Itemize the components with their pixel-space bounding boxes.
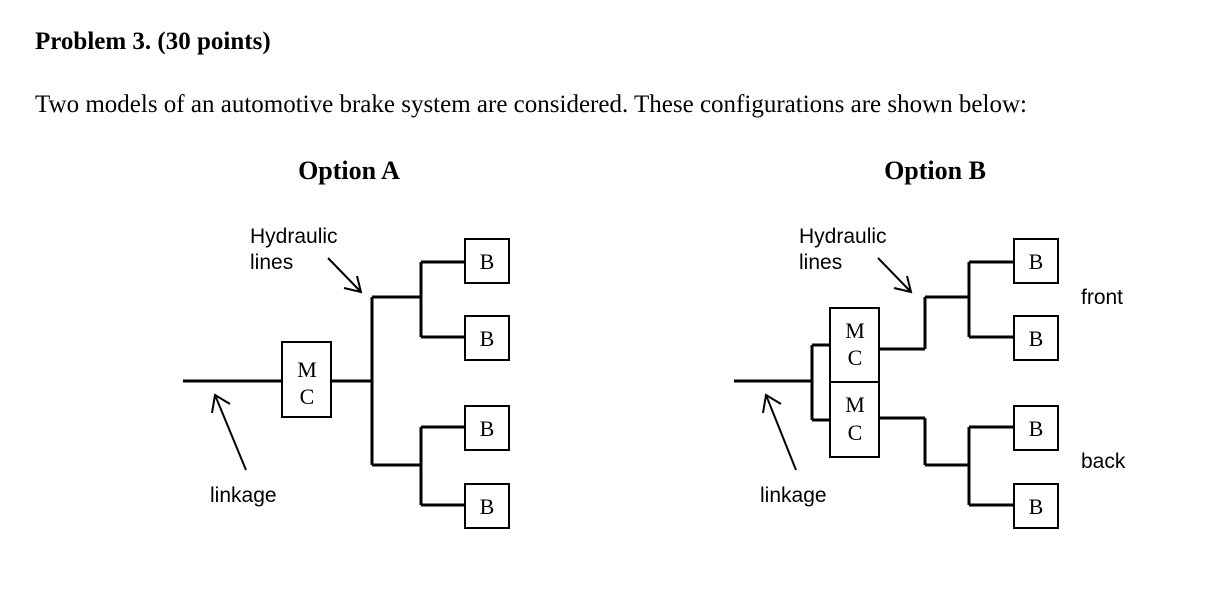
- problem-description: Two models of an automotive brake system…: [35, 91, 1027, 118]
- option-b-mc1-bottom: C: [848, 345, 863, 370]
- option-a-hydraulic-label: Hydraulic: [250, 225, 338, 248]
- problem-heading: Problem 3. (30 points): [35, 28, 271, 55]
- option-b-brake-3: B: [1013, 405, 1059, 451]
- option-a-brake-1: B: [464, 238, 510, 284]
- option-b-diagram: Option B Hydraulic lines M C M C: [734, 156, 1126, 529]
- brake-label: B: [480, 416, 495, 441]
- option-a-title: Option A: [298, 156, 400, 185]
- option-a-mc-top: M: [297, 357, 317, 382]
- option-b-linkage-arrow: [762, 393, 797, 471]
- option-b-brake-4: B: [1013, 483, 1059, 529]
- option-a-linkage-arrow: [211, 393, 247, 471]
- option-b-front-lines: [879, 260, 1014, 351]
- option-a-mc-bottom: C: [300, 384, 315, 409]
- brake-label: B: [1029, 326, 1044, 351]
- brake-label: B: [480, 494, 495, 519]
- option-b-mc1-top: M: [845, 318, 865, 343]
- option-b-linkage-label: linkage: [760, 484, 827, 507]
- option-b-linkage-split: [810, 343, 830, 422]
- brake-label: B: [1029, 249, 1044, 274]
- option-b-title: Option B: [884, 156, 986, 185]
- brake-label: B: [1029, 494, 1044, 519]
- option-b-front-label: front: [1081, 286, 1123, 309]
- option-a-hydraulic-lines: [331, 260, 465, 507]
- option-b-brake-1: B: [1013, 238, 1059, 284]
- option-b-master-cylinder-2: M C: [829, 381, 880, 458]
- option-a-diagram: Option A Hydraulic lines M C: [183, 156, 510, 529]
- option-b-mc2-top: M: [845, 392, 865, 417]
- option-a-hydraulic-arrow: [327, 257, 363, 294]
- brake-label: B: [480, 326, 495, 351]
- option-a-lines-label: lines: [250, 251, 293, 274]
- option-b-hydraulic-label: Hydraulic: [799, 225, 887, 248]
- option-a-linkage-label: linkage: [210, 484, 277, 507]
- option-a-master-cylinder: M C: [281, 341, 332, 418]
- brake-label: B: [480, 249, 495, 274]
- option-b-back-label: back: [1081, 450, 1126, 473]
- option-b-brake-2: B: [1013, 315, 1059, 361]
- option-b-lines-label: lines: [799, 251, 842, 274]
- option-b-mc2-bottom: C: [848, 420, 863, 445]
- option-a-brake-3: B: [464, 405, 510, 451]
- option-b-master-cylinder-1: M C: [829, 307, 880, 383]
- option-a-brake-2: B: [464, 315, 510, 361]
- option-a-brake-4: B: [464, 483, 510, 529]
- option-b-hydraulic-arrow: [877, 257, 913, 294]
- option-b-back-lines: [879, 416, 1014, 507]
- brake-label: B: [1029, 416, 1044, 441]
